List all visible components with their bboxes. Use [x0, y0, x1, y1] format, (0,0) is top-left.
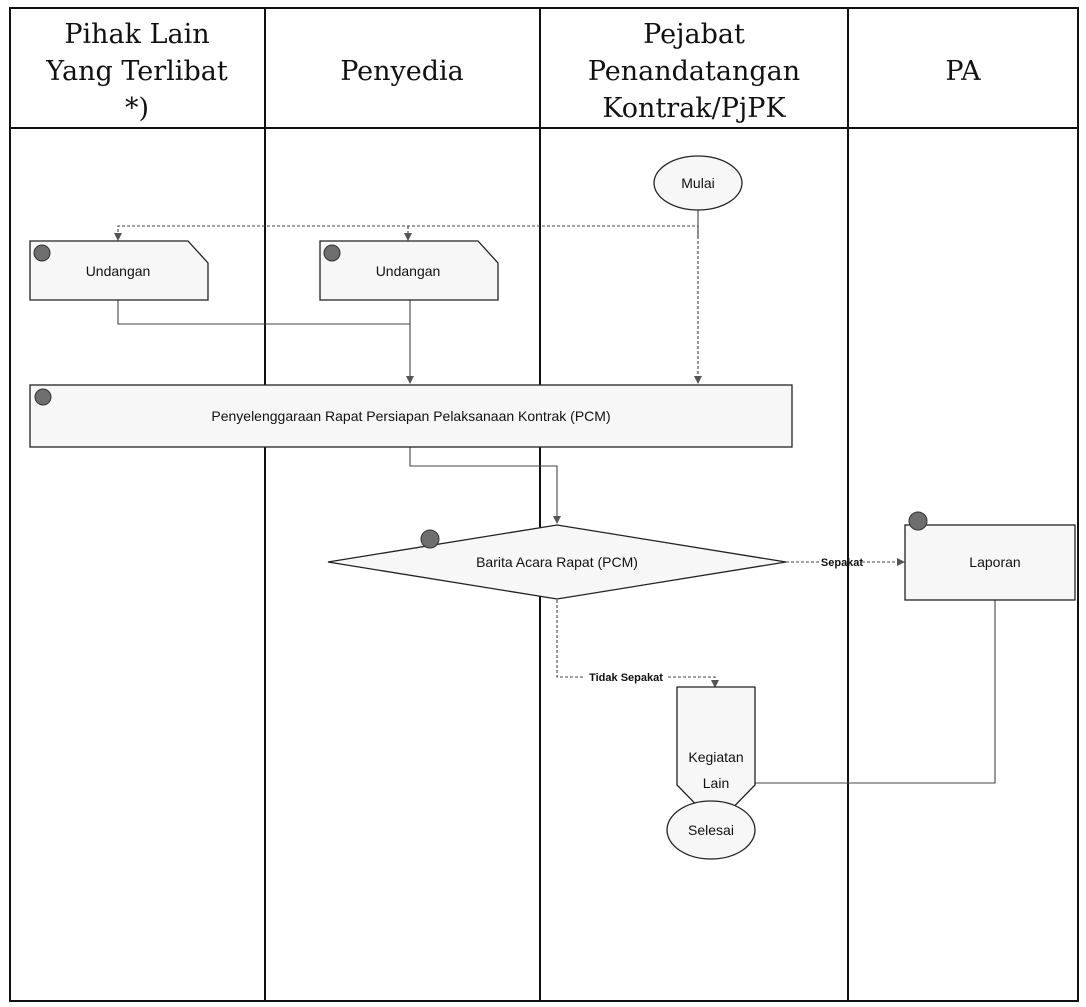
node-label: Selesai [688, 822, 734, 838]
lane-header-pa: PA [945, 56, 981, 87]
document-shape [319, 240, 499, 301]
connector-undangan-lain-pcm [117, 300, 411, 383]
lane-header-line: Kontrak/PjPK [602, 93, 786, 124]
lane-header-line: Pejabat [643, 19, 745, 50]
connectors: Sepakat Tidak Sepakat [114, 210, 996, 800]
process-shape [29, 384, 793, 448]
swimlane-grid [9, 7, 1079, 1002]
terminator-shape [653, 155, 743, 211]
terminator-shape [666, 800, 756, 860]
arrowhead [114, 233, 122, 241]
node-label: Mulai [681, 175, 714, 191]
arrowhead [406, 376, 414, 384]
node-kegiatan-lain: Kegiatan Lain [676, 686, 756, 826]
step-badge-icon [34, 388, 52, 406]
node-label: Kegiatan [688, 749, 743, 765]
node-pcm: Penyelenggaraan Rapat Persiapan Pelaksan… [29, 384, 793, 448]
connector-pcm-berita-acara [409, 447, 558, 523]
edge-label-tidak-sepakat: Tidak Sepakat [589, 672, 663, 684]
lane-header-line: Penandatangan [588, 56, 800, 87]
node-label: Undangan [86, 263, 151, 279]
step-badge-icon [908, 511, 928, 531]
arrowhead [897, 558, 905, 566]
lane-header-pejabat: Pejabat Penandatangan Kontrak/PjPK [588, 19, 800, 124]
node-label: Undangan [376, 263, 441, 279]
node-laporan: Laporan [904, 511, 1076, 601]
node-undangan-penyedia: Undangan [319, 240, 499, 301]
connector-tidak-sepakat [556, 600, 585, 678]
lane-header-line: Yang Terlibat [45, 56, 228, 87]
node-label: Laporan [969, 554, 1020, 570]
connector-tidak-sepakat [668, 676, 716, 684]
process-shape [904, 524, 1076, 601]
node-label: Barita Acara Rapat (PCM) [476, 554, 638, 570]
decision-shape [327, 524, 787, 600]
node-mulai: Mulai [653, 155, 743, 211]
lane-header-line: PA [945, 56, 981, 87]
step-badge-icon [323, 244, 341, 262]
node-label: Lain [703, 775, 729, 791]
lane-header-line: *) [125, 93, 149, 124]
lane-header-pihak-lain: Pihak Lain Yang Terlibat *) [45, 19, 228, 124]
offpage-connector-shape [676, 686, 756, 826]
arrowhead [694, 376, 702, 384]
arrowhead [404, 233, 412, 241]
arrowhead [711, 680, 719, 688]
node-undangan-pihak-lain: Undangan [29, 240, 209, 301]
step-badge-icon [420, 529, 440, 549]
edge-label-sepakat: Sepakat [821, 557, 864, 569]
step-badge-icon [33, 244, 51, 262]
node-selesai: Selesai [666, 800, 756, 860]
diagram-border [9, 7, 1079, 1002]
lane-header-line: Pihak Lain [64, 19, 209, 50]
lane-header-line: Penyedia [340, 56, 464, 87]
node-berita-acara: Barita Acara Rapat (PCM) [327, 524, 787, 600]
lane-header-penyedia: Penyedia [340, 56, 464, 87]
node-label: Penyelenggaraan Rapat Persiapan Pelaksan… [211, 408, 610, 424]
arrowhead [553, 516, 561, 524]
document-shape [29, 240, 209, 301]
